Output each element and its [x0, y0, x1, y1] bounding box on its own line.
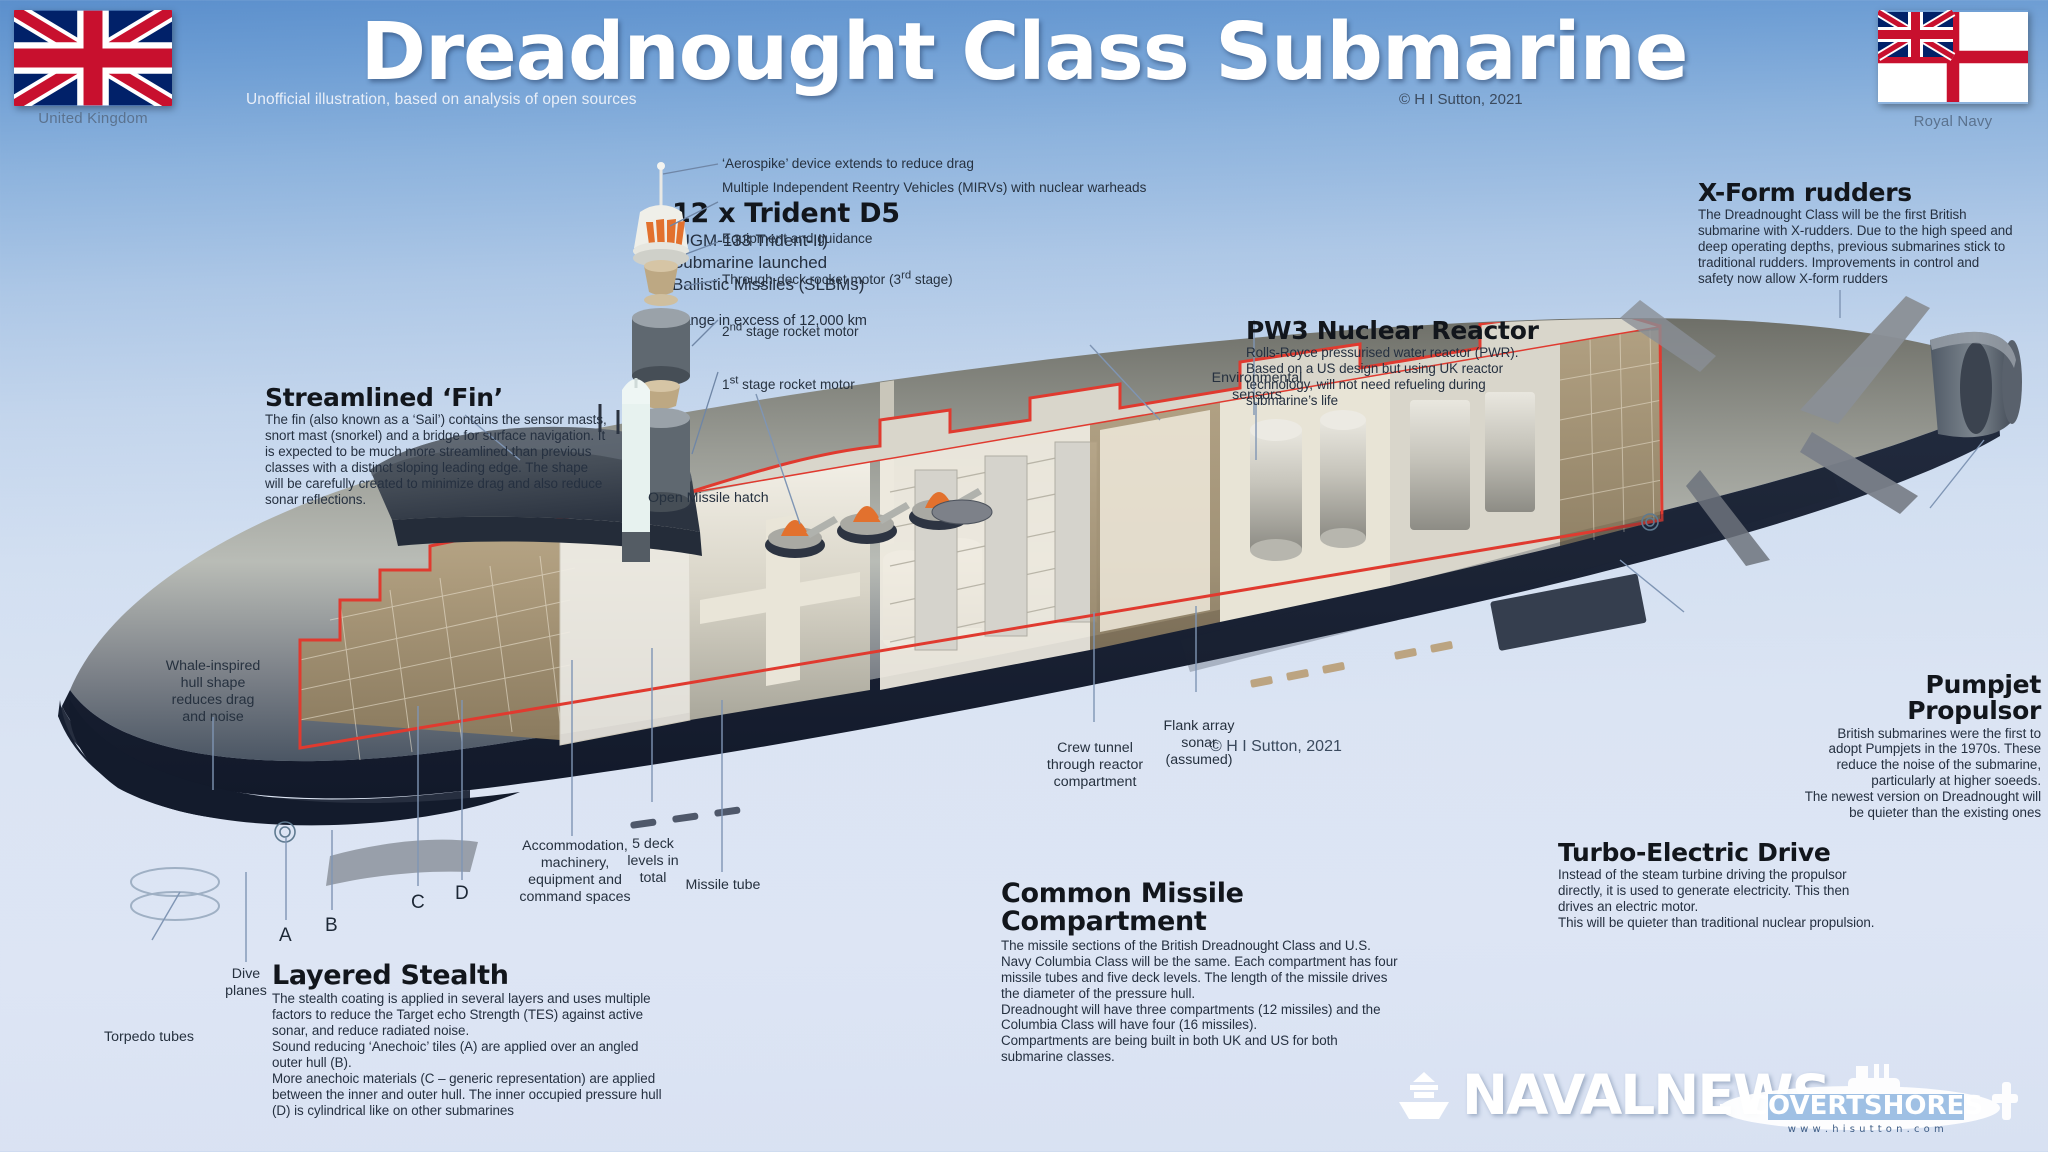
label-environmental-sensors: Environmental sensors	[1211, 370, 1303, 404]
missile-part-label-aerospike: ‘Aerospike’ device extends to reduce dra…	[722, 156, 974, 171]
page-title: Dreadnought Class Submarine	[360, 6, 1689, 98]
missile-part-label-through-deck: Through-deck rocket motor (3rd stage)	[722, 269, 953, 287]
label-torpedo-tubes: Torpedo tubes	[104, 1029, 194, 1045]
covert-shores-logo[interactable]: COVERTSHORES w w w . h i s u t t o n . c…	[1710, 1060, 2030, 1144]
marker-d: D	[455, 883, 469, 904]
leader-lines	[151, 290, 1985, 962]
callout-rudders-title: X-Form rudders	[1698, 178, 1912, 207]
missile-part-label-mirv: Multiple Independent Reentry Vehicles (M…	[722, 180, 1147, 195]
sensor-masts	[598, 404, 620, 434]
callout-turbo-body: Instead of the steam turbine driving the…	[1558, 867, 1875, 931]
copyright-watermark: © H I Sutton, 2021	[1210, 738, 1342, 755]
label-accommodation: Accommodation, machinery, equipment and …	[519, 838, 631, 906]
missile-part-label-equipment: Equipment and guidance	[722, 231, 873, 246]
x-form-rudders	[1620, 296, 1930, 566]
callout-stealth-body: The stealth coating is applied in severa…	[272, 991, 662, 1119]
reactor-cylinders	[1250, 410, 1366, 561]
trident-callout: 12 x Trident D5 (UGM-133 Trident-II) Sub…	[672, 198, 902, 330]
marker-b: B	[325, 915, 338, 936]
callout-rudders-body: The Dreadnought Class will be the first …	[1698, 207, 2013, 287]
flag-right-caption: Royal Navy	[1913, 113, 1993, 130]
flag-left-caption: United Kingdom	[38, 110, 148, 127]
anechoic-tiles	[300, 520, 560, 740]
trident-line1: (UGM-133 Trident-II)	[672, 231, 828, 251]
covert-shores-wordmark: COVERTSHORES	[1749, 1091, 1983, 1121]
callout-pumpjet-body: British submarines were the first to ado…	[1804, 725, 2041, 821]
callout-turbo: Turbo-Electric Drive Instead of the stea…	[1558, 838, 1878, 931]
pumpjet-propulsor	[1930, 331, 2022, 438]
label-whale-hull: Whale-inspired hull shape reduces drag a…	[165, 658, 261, 726]
callout-reactor: PW3 Nuclear Reactor Rolls-Royce pressuri…	[1246, 316, 1546, 409]
torpedo-tubes	[130, 867, 220, 921]
label-flank-array-sonar: Flank array sonar (assumed)	[1163, 718, 1235, 769]
label-missile-tube: Missile tube	[685, 877, 761, 893]
label-dive-planes: Dive planes	[225, 966, 267, 1000]
callout-fin-title: Streamlined ‘Fin’	[265, 383, 503, 412]
callout-rudders: X-Form rudders The Dreadnought Class wil…	[1698, 178, 2018, 287]
trident-range: Range in excess of 12,000 km	[672, 312, 867, 329]
callout-pumpjet-title: Pumpjet Propulsor	[1907, 670, 2041, 726]
callout-fin: Streamlined ‘Fin’ The fin (also known as…	[265, 383, 610, 508]
callout-stealth-title: Layered Stealth	[272, 960, 509, 991]
flank-array-sonar-panel	[1490, 573, 1647, 651]
dive-planes	[326, 839, 478, 886]
missile-tubes	[914, 441, 1098, 651]
callout-cmc-title: Common Missile Compartment	[1001, 878, 1244, 938]
union-jack-flag	[14, 10, 172, 106]
trident-exploded-diagram	[622, 162, 719, 562]
label-open-missile-hatch: Open Missile hatch	[648, 490, 769, 506]
callout-fin-body: The fin (also known as a ‘Sail’) contain…	[265, 412, 607, 508]
callout-stealth: Layered Stealth The stealth coating is a…	[272, 960, 672, 1119]
label-five-deck-levels: 5 deck levels in total	[627, 836, 679, 887]
marker-c: C	[411, 892, 425, 913]
cutaway-outline	[298, 324, 1664, 750]
trident-line2: Submarine launched	[672, 253, 828, 273]
marker-a: A	[279, 925, 292, 946]
open-missile-hatches	[765, 488, 993, 558]
trident-line3: Ballistic Missiles (SLBMs)	[672, 274, 865, 294]
label-crew-tunnel: Crew tunnel through reactor compartment	[1046, 740, 1144, 791]
subtitle: Unofficial illustration, based on analys…	[246, 91, 637, 108]
callout-pumpjet: Pumpjet Propulsor British submarines wer…	[1801, 670, 2042, 821]
callout-cmc: Common Missile Compartment The missile s…	[1001, 878, 1401, 1065]
white-ensign-flag	[1878, 10, 2028, 102]
machinery	[1410, 392, 1535, 530]
callout-turbo-title: Turbo-Electric Drive	[1558, 838, 1831, 867]
missile-part-label-2nd-stage: 2nd stage rocket motor	[722, 321, 859, 339]
callout-reactor-body: Rolls-Royce pressurised water reactor (P…	[1246, 345, 1519, 409]
missile-part-label-1st-stage: 1st stage rocket motor	[722, 374, 855, 392]
callout-cmc-body: The missile sections of the British Drea…	[1001, 937, 1398, 1065]
hull-sensor-icon	[274, 513, 1659, 843]
copyright-header: © H I Sutton, 2021	[1399, 91, 1523, 108]
callout-reactor-title: PW3 Nuclear Reactor	[1246, 316, 1539, 345]
covert-shores-url: w w w . h i s u t t o n . c o m	[1788, 1124, 1944, 1135]
trident-title: 12 x Trident D5	[672, 198, 900, 229]
ship-icon	[1399, 1071, 1449, 1119]
